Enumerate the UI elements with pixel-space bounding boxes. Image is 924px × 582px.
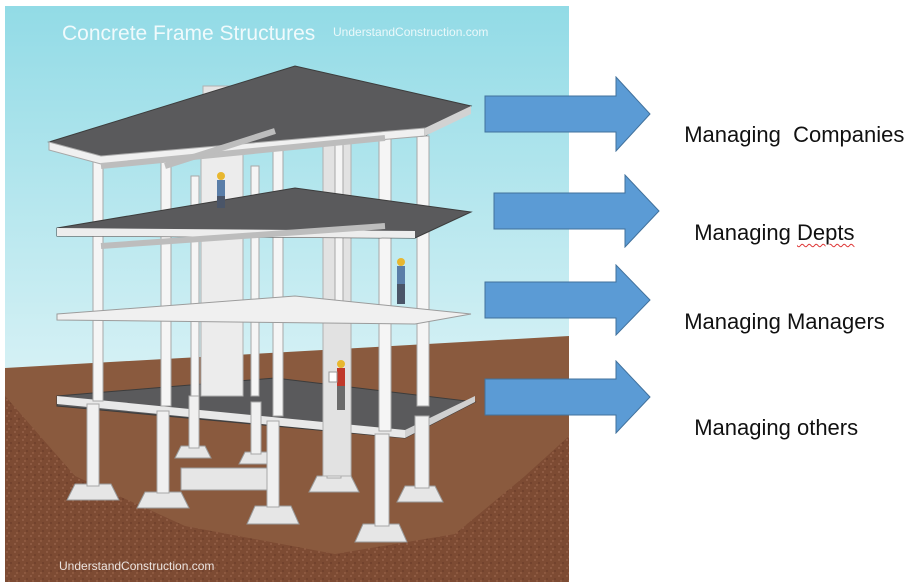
- label-managing-managers: Managing Managers: [672, 283, 885, 335]
- watermark-bottom: UnderstandConstruction.com: [59, 559, 214, 573]
- worker-figures: [217, 172, 405, 410]
- arrow-right-icon: [484, 264, 651, 336]
- label-managing-depts: Managing Depts: [682, 194, 854, 246]
- label-text: Managing: [694, 220, 797, 245]
- label-text: Managing Companies: [684, 122, 905, 147]
- building-svg: Concrete Frame Structures UnderstandCons…: [5, 6, 569, 582]
- label-text: Managing others: [694, 415, 859, 440]
- label-text: Managing Managers: [684, 309, 885, 334]
- arrow-right-icon: [484, 360, 651, 434]
- slab-ground-edge: [57, 396, 405, 438]
- spellcheck-flagged-word: Depts: [796, 220, 855, 245]
- picture-title: Concrete Frame Structures: [62, 22, 315, 45]
- excavation: [5, 396, 569, 582]
- concrete-frame-illustration: Concrete Frame Structures UnderstandCons…: [5, 6, 569, 582]
- beams: [100, 128, 386, 249]
- arrow-right-icon: [493, 174, 660, 248]
- arrow-right-icon: [484, 76, 651, 152]
- slab-level-2: [56, 295, 472, 325]
- label-managing-others: Managing others: [682, 389, 858, 441]
- watermark-top: UnderstandConstruction.com: [333, 25, 488, 39]
- label-managing-companies: Managing Companies: [672, 96, 904, 148]
